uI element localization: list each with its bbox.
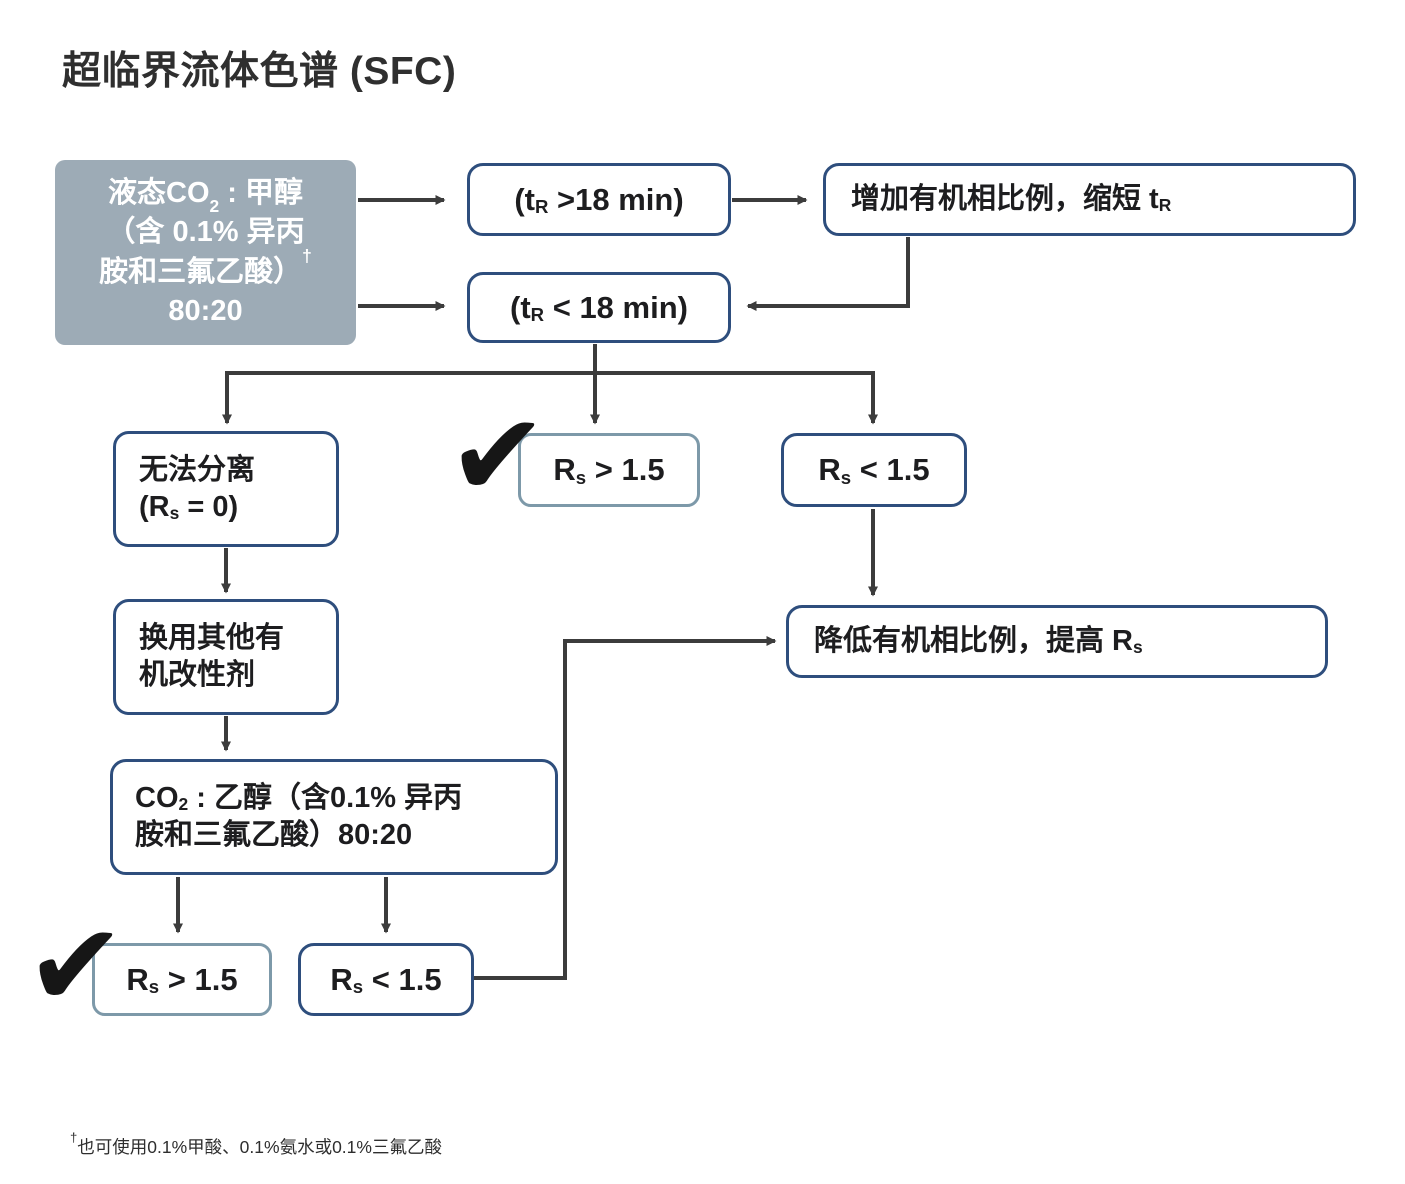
checkmark-icon: ✔ [23, 894, 128, 1036]
start-line1: 液态CO2 : 甲醇 [108, 177, 303, 217]
page-title: 超临界流体色谱 (SFC) [62, 50, 457, 93]
arrow-increase-to-trlt [746, 237, 910, 311]
footnote: †也可使用0.1%甲酸、0.1%氨水或0.1%三氟乙酸 [70, 1129, 442, 1157]
start-line2: （含 0.1% 异丙 [106, 216, 305, 249]
change-modifier-node: 换用其他有 机改性剂 [113, 599, 339, 715]
checkmark-icon: ✔ [445, 384, 550, 526]
start-line4: 80:20 [168, 294, 243, 327]
start-node: 液态CO2 : 甲醇 （含 0.1% 异丙 胺和三氟乙酸）† 80:20 [55, 160, 356, 345]
arrow-rsltbottom-to-decrease [472, 636, 777, 980]
start-line3: 胺和三氟乙酸）† [99, 246, 312, 288]
